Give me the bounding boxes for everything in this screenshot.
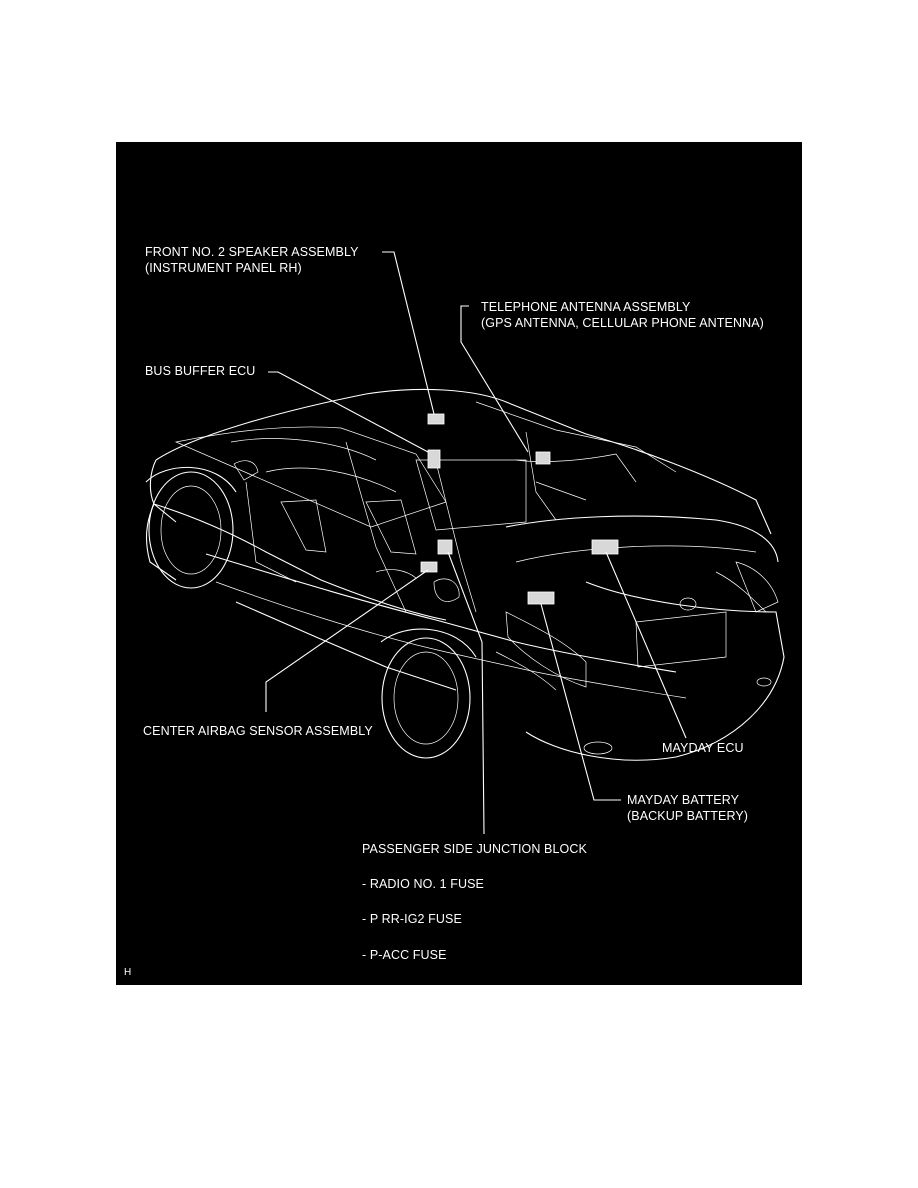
label-fuse-rr-ig2-line1: - P RR-IG2 FUSE [362, 912, 462, 926]
label-bus-buffer-line1: BUS BUFFER ECU [145, 364, 256, 378]
bus-buffer-ecu-part [427, 449, 441, 469]
label-mayday-battery-line2: (BACKUP BATTERY) [627, 809, 749, 823]
label-center-airbag: CENTER AIRBAG SENSOR ASSEMBLY [143, 723, 373, 739]
label-front-speaker-line2: (INSTRUMENT PANEL RH) [145, 261, 302, 275]
label-mayday-ecu-line1: MAYDAY ECU [662, 741, 744, 755]
component-markers [420, 413, 619, 605]
label-fuse-rr-ig2: - P RR-IG2 FUSE [362, 911, 462, 927]
front-speaker-part [427, 413, 445, 425]
label-telephone-antenna-line1: TELEPHONE ANTENNA ASSEMBLY [481, 300, 691, 314]
leader-front-speaker [382, 251, 435, 415]
label-center-airbag-line1: CENTER AIRBAG SENSOR ASSEMBLY [143, 724, 373, 738]
label-fuse-acc: - P-ACC FUSE [362, 947, 447, 963]
leader-center-airbag [265, 569, 429, 712]
leader-junction-block [447, 551, 485, 835]
car-body [145, 388, 785, 761]
telephone-antenna-part [535, 451, 551, 465]
label-mayday-battery: MAYDAY BATTERY (BACKUP BATTERY) [627, 792, 748, 824]
leader-bus-buffer [268, 371, 429, 453]
leader-mayday-ecu [605, 551, 687, 739]
label-fuse-radio-line1: - RADIO NO. 1 FUSE [362, 877, 484, 891]
label-junction-block-line1: PASSENGER SIDE JUNCTION BLOCK [362, 842, 587, 856]
mayday-ecu-part [591, 539, 619, 555]
mayday-battery-part [527, 591, 555, 605]
label-telephone-antenna: TELEPHONE ANTENNA ASSEMBLY (GPS ANTENNA,… [481, 299, 764, 331]
label-telephone-antenna-line2: (GPS ANTENNA, CELLULAR PHONE ANTENNA) [481, 316, 764, 330]
center-airbag-sensor-part [420, 561, 438, 573]
label-mayday-ecu: MAYDAY ECU [662, 740, 744, 756]
car-line-drawing [145, 251, 785, 835]
label-fuse-radio: - RADIO NO. 1 FUSE [362, 876, 484, 892]
label-bus-buffer: BUS BUFFER ECU [145, 363, 255, 379]
label-junction-block: PASSENGER SIDE JUNCTION BLOCK [362, 841, 587, 857]
label-fuse-acc-line1: - P-ACC FUSE [362, 948, 447, 962]
label-front-speaker-line1: FRONT NO. 2 SPEAKER ASSEMBLY [145, 245, 359, 259]
junction-block-part [437, 539, 453, 555]
diagram-panel: FRONT NO. 2 SPEAKER ASSEMBLY (INSTRUMENT… [116, 142, 802, 985]
leader-lines [265, 251, 687, 835]
leader-telephone-antenna [460, 305, 529, 453]
corner-mark: H [124, 967, 132, 978]
label-mayday-battery-line1: MAYDAY BATTERY [627, 793, 740, 807]
leader-mayday-battery [540, 603, 621, 801]
label-front-speaker: FRONT NO. 2 SPEAKER ASSEMBLY (INSTRUMENT… [145, 244, 359, 276]
